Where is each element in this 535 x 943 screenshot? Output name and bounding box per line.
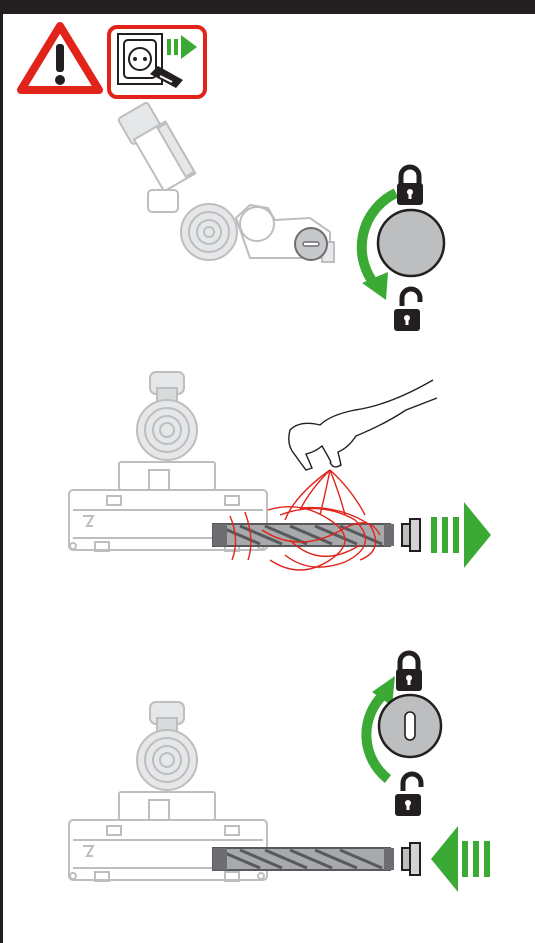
end-cap-large-slotted [379,695,441,757]
push-left-arrow-icon [431,826,490,892]
padlock-open-icon [395,774,421,816]
padlock-closed-icon [396,653,422,691]
end-cap-removed [402,519,420,551]
hand-icon [289,380,437,470]
padlock-open-icon [394,289,420,331]
unplug-icon [109,27,205,97]
brushbar [213,848,394,870]
pull-right-arrow-icon [431,502,491,568]
padlock-closed-icon [397,167,423,205]
end-cap-removed [402,843,420,875]
warning-triangle-icon [21,26,99,90]
end-cap-locked [295,228,327,260]
brushbar [213,524,394,546]
end-cap-large [378,210,444,276]
